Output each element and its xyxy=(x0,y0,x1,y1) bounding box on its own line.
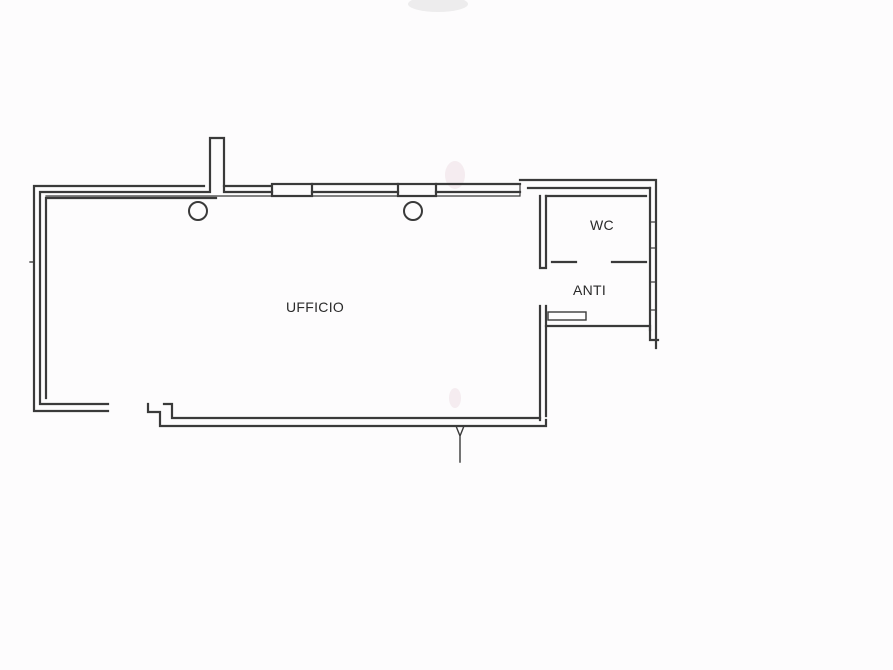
inner-wall-left-2 xyxy=(44,196,218,400)
scan-smudges xyxy=(408,0,468,408)
top-wall-d xyxy=(45,183,521,197)
window-1 xyxy=(270,182,314,198)
room-label-wc: WC xyxy=(590,217,614,233)
bottom-wall-outer xyxy=(146,402,548,428)
top-wall-a xyxy=(222,184,274,194)
walls xyxy=(29,136,660,463)
anti-bottom xyxy=(544,324,660,342)
top-wall-c xyxy=(434,182,522,194)
top-wall-b xyxy=(310,182,400,194)
pillars xyxy=(188,201,423,221)
pillar-1 xyxy=(188,201,208,221)
room-label-ufficio: UFFICIO xyxy=(286,299,345,315)
wing-partition-left xyxy=(538,194,548,270)
anti-step xyxy=(547,311,587,321)
room-label-anti: ANTI xyxy=(573,282,607,298)
wing-window-2 xyxy=(649,281,657,311)
pillar-2 xyxy=(403,201,423,221)
wing-window-1 xyxy=(649,221,657,249)
bottom-wall-inner xyxy=(162,402,542,420)
wing-partition-lower xyxy=(538,304,548,422)
bottom-wall-entry-mark xyxy=(455,425,465,463)
outer-wall-left xyxy=(38,136,272,406)
window-2 xyxy=(396,182,438,198)
inner-wall-left xyxy=(32,184,206,413)
